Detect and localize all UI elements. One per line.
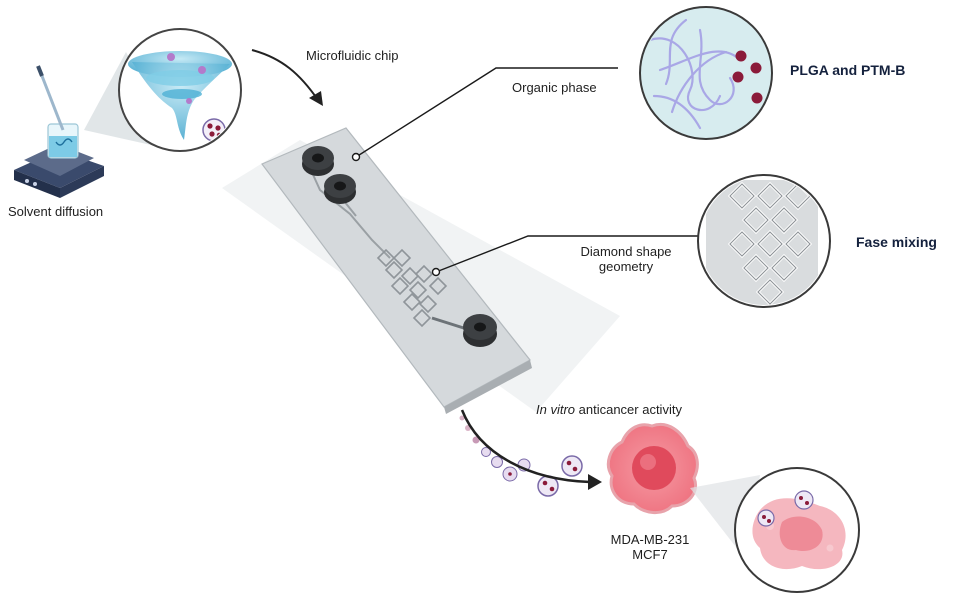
nanoparticle-stream [459,415,583,497]
vortex-inset [118,28,242,152]
organic-phase-inset [639,6,773,140]
cancer-cell-icon [606,423,699,514]
outlet-port [463,314,497,347]
organic-phase-connector [351,67,618,162]
label-organic-phase: Organic phase [512,80,597,95]
curved-arrow-icon [251,49,319,101]
arrow-head-icon [309,91,323,106]
label-microfluidic-chip: Microfluidic chip [306,48,399,63]
inlet-port-1 [302,146,334,176]
label-diamond-line1: Diamond shape [580,244,672,259]
diamond-geometry-connector [431,235,700,277]
label-diamond-line2: geometry [598,259,654,274]
label-anticancer-activity: anticancer activity [575,402,682,417]
label-in-vitro-activity: In vitro anticancer activity [536,402,682,417]
diamond-geometry-inset [697,174,831,308]
label-plga-ptmb: PLGA and PTM-B [790,62,906,78]
microfluidic-chip [222,127,620,414]
label-solvent-diffusion: Solvent diffusion [8,204,104,219]
label-diamond-shape: Diamond shape geometry [572,244,680,274]
beaker [36,65,79,159]
label-cell-line-2: MCF7 [632,547,668,562]
cell-uptake-inset [734,467,860,593]
label-in-vitro-italic: In vitro [536,402,576,417]
label-cell-line-1: MDA-MB-231 [610,532,690,547]
curved-arrow-icon [460,409,591,484]
arrow-head-icon [588,474,602,490]
nanoparticle-icon [202,118,226,142]
label-fase-mixing: Fase mixing [856,234,937,250]
inlet-port-2 [324,174,356,204]
label-cell-lines: MDA-MB-231 MCF7 [600,532,700,562]
diamond-mixer-channels [376,248,448,328]
